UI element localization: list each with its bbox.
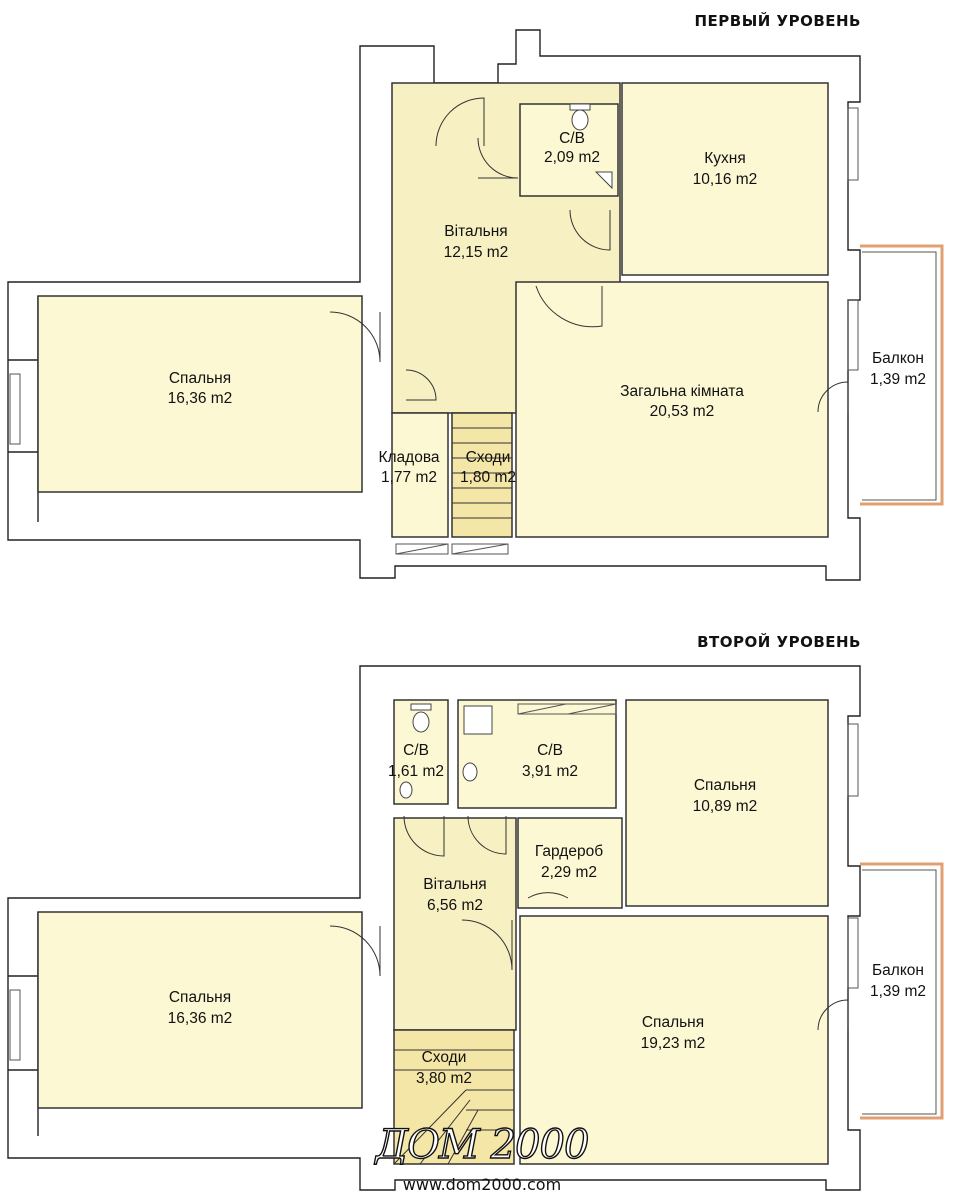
room-storage: [391, 412, 449, 538]
area-level2-wardrobe: 2,29 m2: [541, 864, 597, 881]
label-level2-stairs: Сходи: [422, 1049, 467, 1066]
label-level1-stairs: Сходи: [466, 449, 511, 466]
area-level1-kitchen: 10,16 m2: [693, 171, 758, 188]
label-level2-bedroom-a: Спальня: [169, 989, 231, 1006]
room-living-hall-2: [393, 817, 517, 1031]
area-level2-living: 6,56 m2: [427, 897, 483, 914]
room-wardrobe: [517, 817, 623, 909]
label-level1-bedroom: Спальня: [169, 370, 231, 387]
label-level1-common: Загальна кімната: [620, 383, 744, 400]
room-common: [515, 281, 829, 538]
label-level2-bedroom-c: Спальня: [642, 1014, 704, 1031]
area-level1-common: 20,53 m2: [650, 403, 715, 420]
logo-text: ДОМ 2000: [374, 1122, 589, 1168]
area-level2-bedroom-b: 10,89 m2: [693, 798, 758, 815]
label-level2-wardrobe: Гардероб: [535, 843, 603, 860]
area-level2-bathroom-b: 3,91 m2: [522, 763, 578, 780]
area-level1-living: 12,15 m2: [444, 244, 509, 261]
label-level1-storage: Кладова: [378, 449, 439, 466]
room-bedroom-1: [37, 295, 363, 493]
label-level1-bathroom: С/В: [559, 130, 585, 147]
area-level1-bathroom: 2,09 m2: [544, 149, 600, 166]
room-stairs-2: [393, 1029, 515, 1165]
area-level1-bedroom: 16,36 m2: [168, 390, 233, 407]
room-stairs-1: [451, 412, 513, 538]
area-level2-bedroom-c: 19,23 m2: [641, 1035, 706, 1052]
area-level1-stairs: 1,80 m2: [460, 469, 516, 486]
area-level2-stairs: 3,80 m2: [416, 1070, 472, 1087]
area-level1-balcony: 1,39 m2: [870, 371, 926, 388]
area-level2-balcony: 1,39 m2: [870, 983, 926, 1000]
room-kitchen: [621, 82, 829, 276]
room-bedroom-2a: [37, 911, 363, 1109]
label-level2-bathroom-a: С/В: [403, 742, 429, 759]
label-level1-kitchen: Кухня: [704, 150, 745, 167]
level-2-plan: С/В 1,61 m2 С/В 3,91 m2 Спальня 10,89 m2…: [7, 665, 944, 1191]
label-level2-living: Вітальня: [423, 876, 486, 893]
label-level1-balcony: Балкон: [872, 350, 924, 367]
label-level2-bathroom-b: С/В: [537, 742, 563, 759]
room-bathroom-1: [519, 103, 619, 197]
label-level1-living: Вітальня: [444, 223, 507, 240]
logo-url: www.dom2000.com: [403, 1175, 561, 1194]
level-2-title: ВТОРОЙ УРОВЕНЬ: [697, 633, 861, 651]
room-bedroom-2b: [625, 699, 829, 907]
level-1-title: ПЕРВЫЙ УРОВЕНЬ: [694, 12, 861, 30]
label-level2-balcony: Балкон: [872, 962, 924, 979]
area-level2-bedroom-a: 16,36 m2: [168, 1010, 233, 1027]
area-level1-storage: 1,77 m2: [381, 469, 437, 486]
room-bathroom-2b: [457, 699, 617, 809]
label-level2-bedroom-b: Спальня: [694, 777, 756, 794]
area-level2-bathroom-a: 1,61 m2: [388, 763, 444, 780]
level-1-plan: С/В 2,09 m2 Кухня 10,16 m2 Вітальня 12,1…: [7, 29, 944, 581]
room-bedroom-2c: [519, 915, 829, 1165]
